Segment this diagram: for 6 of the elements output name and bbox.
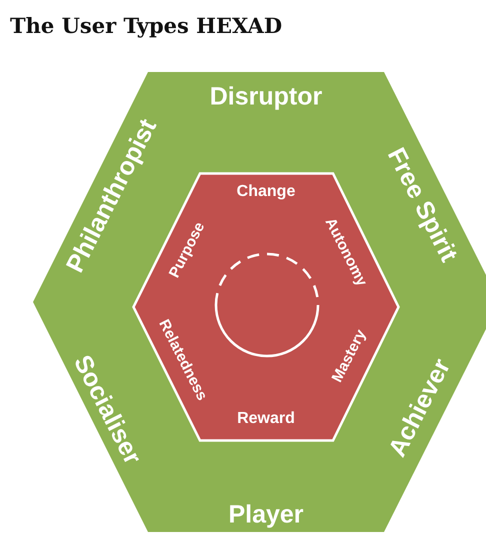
type-label: Disruptor	[210, 84, 322, 110]
type-label: Player	[228, 502, 304, 528]
title: The User Types HEXAD	[10, 12, 282, 40]
type-label: Change	[236, 184, 296, 200]
type-label: Reward	[237, 411, 295, 427]
type-label: Free Spirit	[382, 144, 462, 266]
